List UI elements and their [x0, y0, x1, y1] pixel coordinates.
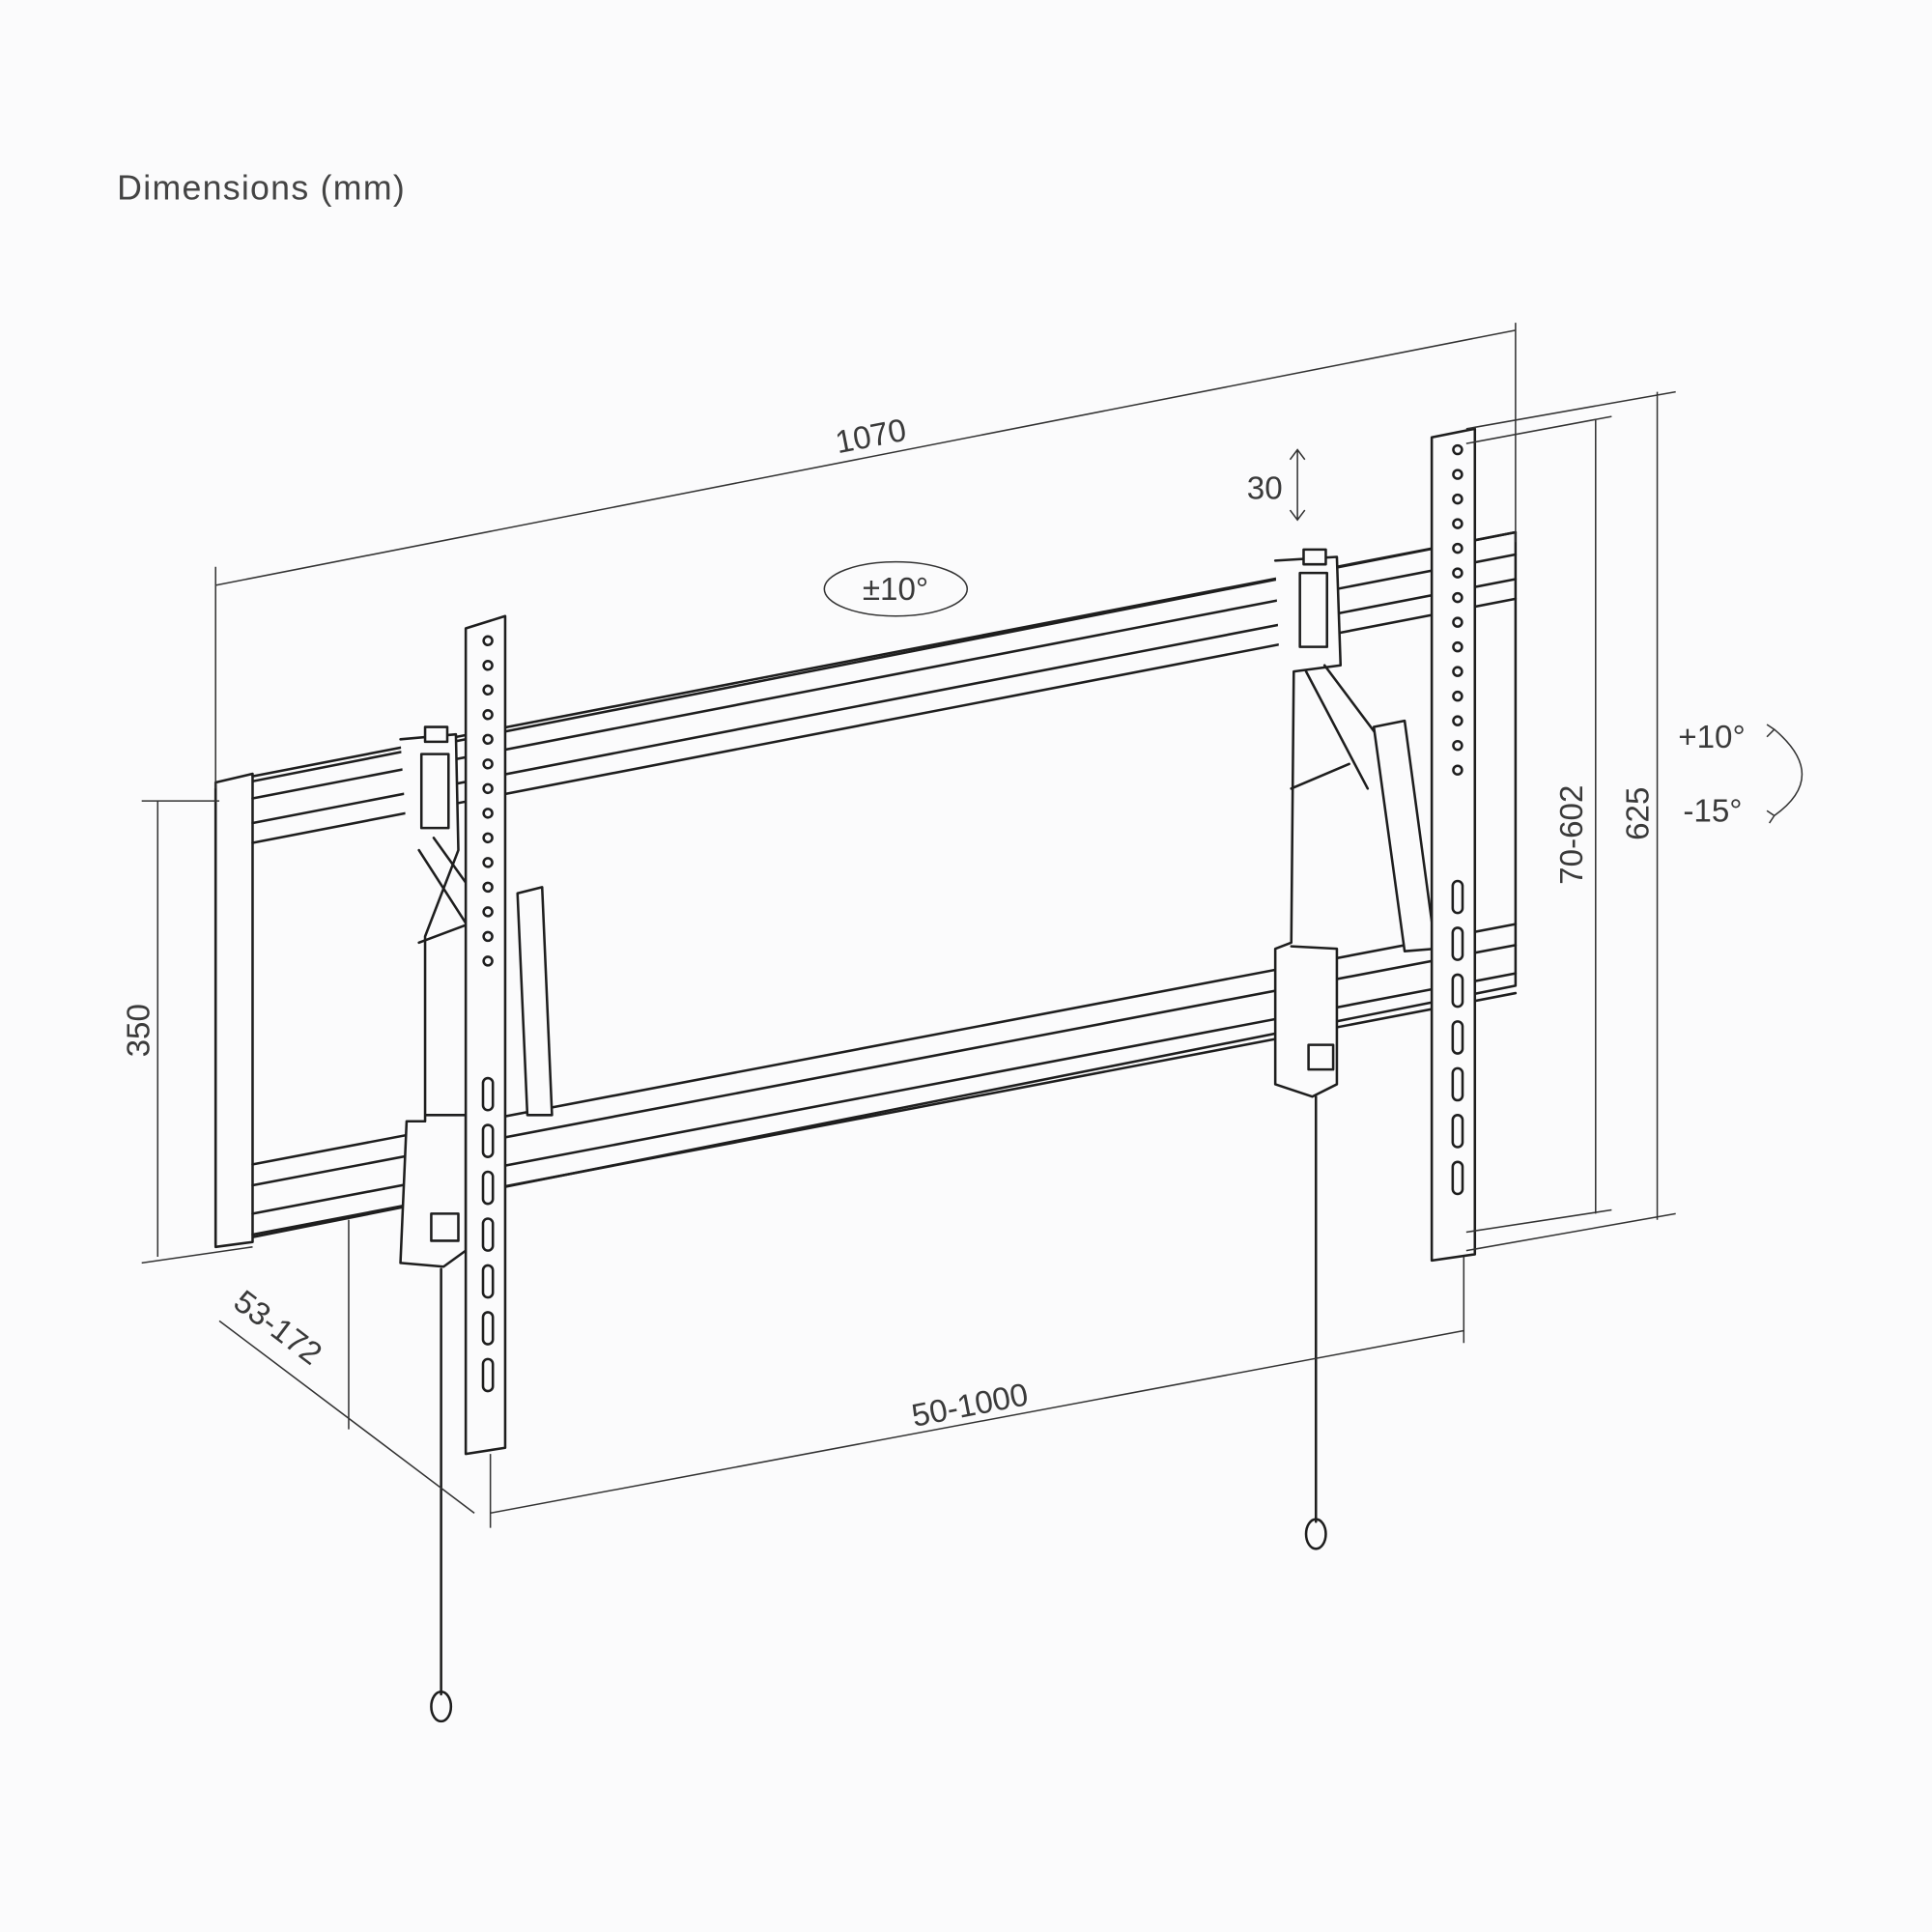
- bracket-hole: [1452, 690, 1463, 702]
- bracket-hole: [1452, 493, 1463, 505]
- height-adjust-label: 30: [1247, 471, 1283, 507]
- tilt-up-label: +10°: [1678, 720, 1746, 755]
- bracket-height-label: 625: [1621, 787, 1657, 840]
- bracket-hole: [482, 782, 494, 795]
- left-vertical-bracket: [464, 614, 507, 1456]
- width-label: 1070: [833, 412, 909, 461]
- bracket-hole: [1452, 469, 1463, 480]
- bracket-hole: [1452, 591, 1463, 604]
- bracket-hole: [1452, 518, 1463, 529]
- bracket-hole: [1452, 567, 1463, 579]
- bracket-hole: [482, 832, 494, 844]
- bracket-hole: [1452, 542, 1463, 554]
- right-tilt-mechanism: [1273, 548, 1437, 1550]
- dimension-lines: [141, 323, 1804, 1528]
- bracket-hole: [482, 881, 494, 894]
- bracket-hole: [1452, 443, 1463, 456]
- bracket-slot: [1451, 1160, 1464, 1196]
- bracket-slot: [481, 1311, 495, 1346]
- bracket-hole: [482, 906, 494, 918]
- bracket-hole: [482, 758, 494, 770]
- bracket-hole: [1452, 616, 1463, 628]
- bracket-slot: [1451, 1114, 1464, 1149]
- bracket-hole: [482, 930, 494, 943]
- bracket-slot: [481, 1357, 495, 1393]
- bracket-slot: [481, 1123, 495, 1158]
- bracket-hole: [482, 955, 494, 967]
- bracket-slot: [1451, 973, 1464, 1009]
- bracket-slot: [481, 1217, 495, 1252]
- bracket-hole: [482, 857, 494, 868]
- diagram-title: Dimensions (mm): [117, 169, 406, 208]
- vesa-vertical-label: 70-602: [1554, 785, 1590, 885]
- bracket-slot: [481, 1264, 495, 1299]
- bracket-hole: [1452, 715, 1463, 726]
- bracket-slot: [481, 1076, 495, 1112]
- depth-label: 53-172: [227, 1284, 328, 1373]
- swivel-arrow-icon: [823, 560, 969, 617]
- tilt-arrow-icon: [1766, 724, 1804, 824]
- bracket-hole: [482, 808, 494, 819]
- bracket-hole: [1452, 739, 1463, 752]
- bracket-slot: [1451, 1020, 1464, 1055]
- bracket-hole: [482, 660, 494, 671]
- bracket-slot: [1451, 926, 1464, 961]
- bracket-hole: [482, 635, 494, 647]
- left-pull-cord-ring: [430, 1690, 453, 1723]
- bracket-hole: [482, 733, 494, 746]
- bracket-hole: [1452, 666, 1463, 677]
- bracket-hole: [482, 709, 494, 721]
- bracket-hole: [482, 684, 494, 696]
- vesa-horizontal-label: 50-1000: [909, 1377, 1032, 1435]
- bracket-slot: [1451, 1066, 1464, 1102]
- right-vertical-bracket: [1430, 427, 1477, 1263]
- bracket-hole: [1452, 640, 1463, 653]
- bracket-slot: [481, 1170, 495, 1206]
- bracket-slot: [1451, 879, 1464, 915]
- tilt-down-label: -15°: [1683, 794, 1742, 830]
- plate-height-label: 350: [121, 1004, 156, 1057]
- swivel-label: ±10°: [863, 572, 928, 608]
- right-pull-cord-ring: [1304, 1518, 1327, 1550]
- bracket-hole: [1452, 764, 1463, 776]
